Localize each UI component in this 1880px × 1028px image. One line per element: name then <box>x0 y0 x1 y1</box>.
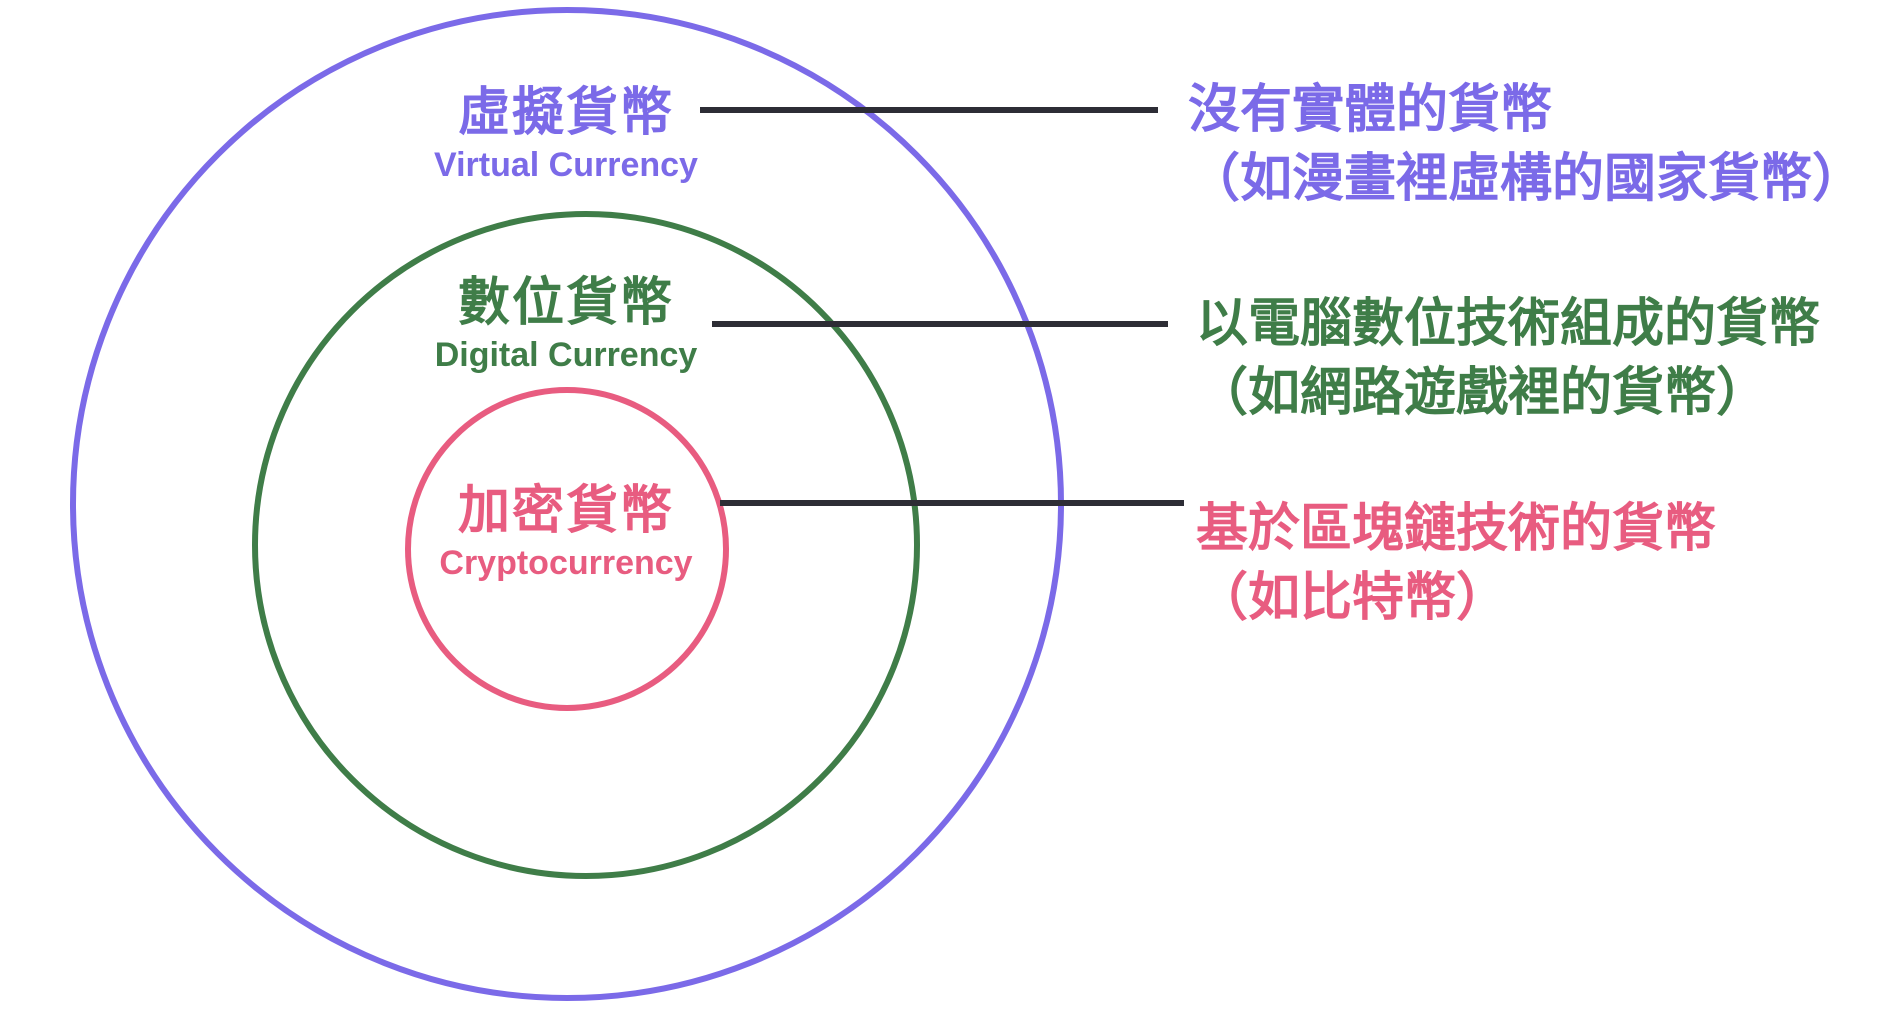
digital-currency-circle <box>252 211 920 879</box>
digital-currency-label-zh: 數位貨幣 <box>457 274 674 332</box>
digital-currency-description-line2: （如網路遊戲裡的貨幣） <box>1196 364 1769 422</box>
digital-currency-label: 數位貨幣 Digital Currency <box>316 274 816 376</box>
digital-currency-description-line1: 以電腦數位技術組成的貨幣 <box>1196 295 1821 353</box>
cryptocurrency-label: 加密貨幣 Cryptocurrency <box>316 482 816 584</box>
cryptocurrency-circle <box>405 387 729 711</box>
digital-currency-description: 以電腦數位技術組成的貨幣 （如網路遊戲裡的貨幣） <box>1196 290 1820 428</box>
virtual-currency-description-line2: （如漫畫裡虛構的國家貨幣） <box>1188 150 1865 208</box>
virtual-currency-description: 沒有實體的貨幣 （如漫畫裡虛構的國家貨幣） <box>1188 76 1864 214</box>
virtual-currency-description-line1: 沒有實體的貨幣 <box>1188 81 1553 139</box>
cryptocurrency-description-line2: （如比特幣） <box>1196 569 1509 627</box>
cryptocurrency-label-en: Cryptocurrency <box>439 544 693 582</box>
cryptocurrency-label-zh: 加密貨幣 <box>457 482 674 540</box>
cryptocurrency-description: 基於區塊鏈技術的貨幣 （如比特幣） <box>1196 495 1716 633</box>
virtual-currency-label-zh: 虛擬貨幣 <box>457 84 674 142</box>
digital-currency-label-en: Digital Currency <box>434 336 698 374</box>
cryptocurrency-description-line1: 基於區塊鏈技術的貨幣 <box>1196 500 1717 558</box>
virtual-currency-label: 虛擬貨幣 Virtual Currency <box>316 84 816 186</box>
virtual-currency-label-en: Virtual Currency <box>434 146 698 184</box>
